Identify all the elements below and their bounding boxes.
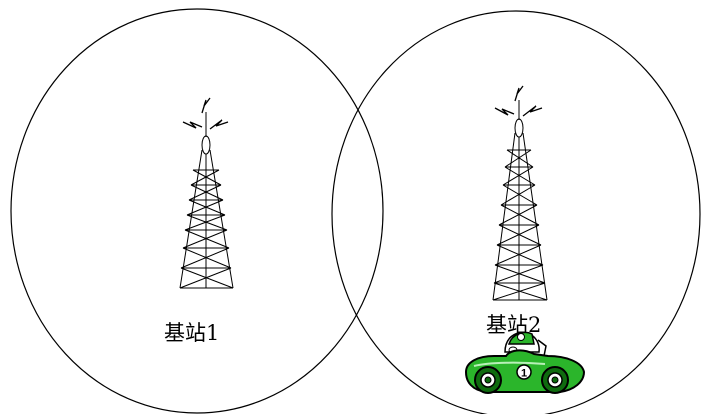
station-1-label: 基站1 <box>164 321 219 345</box>
coverage-area-2 <box>331 10 701 414</box>
station-2-label: 基站2 <box>486 313 541 337</box>
tower-1 <box>179 97 234 289</box>
car-number-badge <box>516 364 532 380</box>
signal-icon <box>182 97 229 130</box>
wheel-rear <box>474 366 502 394</box>
tower-icon <box>492 100 548 301</box>
coverage-area-1 <box>10 8 384 414</box>
car-number: 1 <box>521 368 527 380</box>
tower-icon <box>179 112 234 289</box>
tower-2 <box>492 85 548 301</box>
car-icon: 1 <box>464 331 586 394</box>
signal-icon <box>494 85 543 117</box>
wheel-front <box>541 366 569 394</box>
